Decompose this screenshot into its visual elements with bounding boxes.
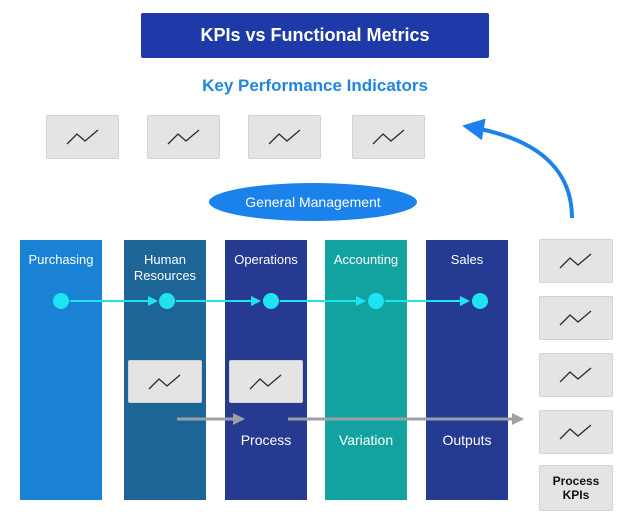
trend-line-icon — [559, 424, 592, 440]
column-label: Purchasing — [28, 252, 94, 267]
process-kpi-card-4 — [539, 410, 613, 454]
trend-line-icon — [148, 374, 181, 389]
process-kpis-label: Process KPIs — [552, 474, 600, 502]
kpi-card-1 — [46, 115, 119, 159]
process-kpi-card-2 — [539, 296, 613, 340]
column-purchasing: Purchasing — [20, 240, 102, 500]
trend-line-icon — [559, 367, 592, 383]
trend-line-icon — [66, 129, 98, 145]
trend-line-icon — [249, 374, 282, 389]
process-kpi-card-3 — [539, 353, 613, 397]
trend-line-icon — [559, 253, 592, 269]
variation-label: Variation — [338, 432, 394, 448]
diagram-title-text: KPIs vs Functional Metrics — [200, 25, 430, 45]
kpi-card-3 — [248, 115, 321, 159]
column-accounting: Accounting — [325, 240, 407, 500]
kpi-card-operations — [229, 360, 303, 403]
kpi-card-hr — [128, 360, 202, 403]
process-kpis-box: Process KPIs — [539, 465, 613, 511]
process-kpi-card-1 — [539, 239, 613, 283]
column-label: Accounting — [333, 252, 399, 267]
column-label: Operations — [234, 252, 298, 267]
trend-line-icon — [167, 129, 199, 145]
general-management-pill: General Management — [209, 183, 417, 221]
column-label: Sales — [450, 252, 484, 267]
process-label: Process — [240, 432, 292, 448]
trend-line-icon — [268, 129, 300, 145]
curved-arrow-up-icon — [462, 118, 574, 219]
outputs-label: Outputs — [442, 432, 492, 448]
trend-line-icon — [372, 129, 404, 145]
column-label: Human Resources — [133, 252, 197, 283]
kpi-card-4 — [352, 115, 425, 159]
column-sales: Sales — [426, 240, 508, 500]
kpi-card-2 — [147, 115, 220, 159]
general-management-label: General Management — [245, 194, 381, 210]
diagram-title: KPIs vs Functional Metrics — [141, 13, 489, 58]
trend-line-icon — [559, 310, 592, 326]
kpi-heading: Key Performance Indicators — [202, 76, 428, 95]
